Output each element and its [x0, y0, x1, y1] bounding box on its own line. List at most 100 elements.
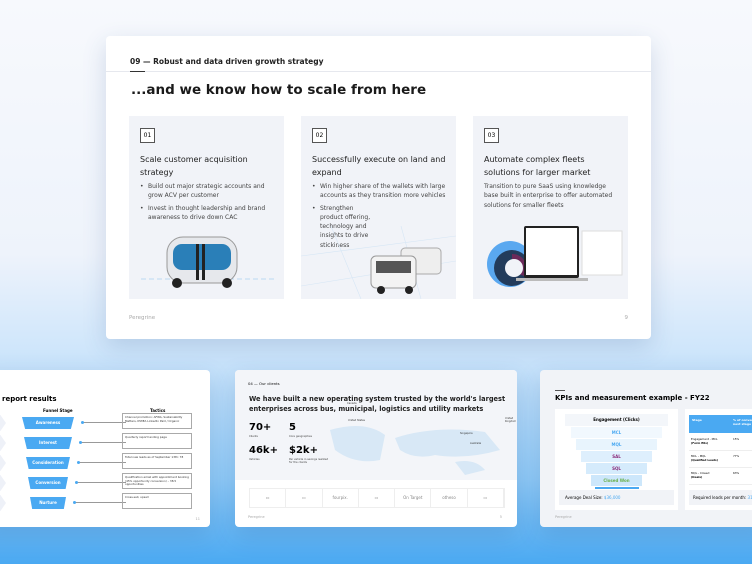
row-pct: 77%: [733, 454, 740, 458]
funnel-level: Closed Won: [591, 475, 642, 486]
conversion-table: Stage % of conversion to next stage Engag…: [685, 409, 752, 510]
funnel-level: SAL: [581, 451, 652, 462]
row-stage: Engagement - MCL: [691, 437, 718, 441]
stat-value: 5: [289, 422, 296, 433]
divider-mark: [130, 71, 145, 72]
column-header: Funnel Stage: [43, 408, 73, 413]
card-text: Transition to pure SaaS using knowledge …: [484, 183, 613, 209]
card-number: 02: [312, 128, 327, 143]
table-row: MCL - MQL(Qualified Leads) 77%: [689, 452, 752, 468]
page-number: 11: [195, 517, 200, 521]
card-heading: Scale customer acquisition strategy: [140, 155, 248, 177]
client-logo: fourpix.: [323, 489, 359, 507]
connector-line: [82, 422, 126, 423]
side-arrow: [0, 415, 6, 431]
slide-title: report results: [2, 395, 57, 403]
connector-line: [76, 482, 126, 483]
vehicles-image: [301, 226, 456, 299]
client-logo: ▭: [250, 489, 287, 507]
client-logo: ▭: [468, 489, 504, 507]
column-header: % of conversion to next stage: [733, 418, 752, 426]
card-01: 01 Scale customer acquisition strategy B…: [129, 116, 284, 299]
client-logo: ▭: [286, 489, 323, 507]
card-number: 03: [484, 128, 499, 143]
required-value: 31: [747, 495, 752, 500]
connector-dot: [77, 461, 80, 464]
row-sub: (Deals): [691, 475, 703, 479]
tactic-box: Total new leads as of September 13th: 78: [122, 453, 192, 469]
column-header: Stage: [692, 418, 702, 422]
map-label: United States: [348, 419, 365, 422]
footer-brand: Peregrine: [555, 515, 572, 519]
bullet: Strengthen product offering, technology …: [312, 204, 374, 250]
card-03: 03 Automate complex fleets solutions for…: [473, 116, 628, 299]
table-row: MQL - Closed(Deals) 63%: [689, 469, 752, 485]
map-label: Canada: [347, 402, 357, 405]
kpi-slide[interactable]: KPIs and measurement example - FY22 Enga…: [540, 370, 752, 527]
tactic-box: Channel promotion: AFWA, Sustainability …: [122, 413, 192, 429]
page-number: 9: [624, 315, 629, 321]
client-logo: On Target: [395, 489, 432, 507]
divider-mark: [555, 390, 565, 391]
funnel-stage: Interest: [24, 437, 72, 449]
slide-title: We have built a new operating system tru…: [249, 395, 506, 413]
deal-value: $36,000: [603, 495, 621, 500]
funnel-stage: Awareness: [22, 417, 74, 429]
row-sub: (Qualified Leads): [691, 458, 718, 462]
divider: [106, 71, 651, 72]
side-arrow: [0, 495, 6, 511]
table-row: Engagement - MCL(Form fills) 15%: [689, 435, 752, 451]
funnel-level: MQL: [576, 439, 657, 450]
bullet: Build out major strategic accounts and g…: [140, 182, 278, 201]
connector-dot: [81, 421, 84, 424]
row-pct: 63%: [733, 471, 740, 475]
connector-dot: [79, 441, 82, 444]
tactic-box: Quarterly report landing page: [122, 433, 192, 449]
row-stage: MQL - Closed: [691, 471, 710, 475]
required-label: Required leads per month:: [693, 495, 747, 500]
funnel-stage: Consideration: [26, 457, 70, 469]
footer-brand: Peregrine: [129, 315, 156, 321]
client-logo: ▭: [359, 489, 396, 507]
tactic-box: Cross-sell, upsell: [122, 493, 192, 509]
card-heading: Automate complex fleets solutions for la…: [484, 155, 591, 177]
bullet: Win higher share of the wallets with lar…: [312, 182, 450, 201]
main-slide[interactable]: 09 — Robust and data driven growth strat…: [106, 36, 651, 339]
card-number: 01: [140, 128, 155, 143]
map-label: Singapore: [460, 432, 473, 435]
shuttle-image: [141, 236, 275, 288]
connector-dot: [75, 481, 78, 484]
map-label: United Kingdom: [505, 417, 517, 423]
funnel-base: [595, 487, 639, 489]
dashboard-image: [487, 226, 623, 287]
funnel-level: MCL: [571, 427, 662, 438]
funnel-stage: Conversion: [28, 477, 68, 489]
funnel-head: Engagement (Clicks): [565, 414, 668, 426]
stat-value: 70+: [249, 422, 272, 433]
stat-value: 46k+: [249, 445, 278, 456]
map-label: Australia: [470, 442, 482, 445]
world-map: [330, 426, 500, 475]
row-pct: 15%: [733, 437, 740, 441]
footer-brand: Peregrine: [248, 515, 265, 519]
stat-label: Vehicles: [249, 458, 260, 461]
side-arrow: [0, 435, 6, 451]
clients-slide[interactable]: 04 — Our clients We have built a new ope…: [235, 370, 517, 527]
client-logo: otheso: [431, 489, 468, 507]
side-arrow: [0, 475, 6, 491]
tactic-box: Qualification email with appointment boo…: [122, 473, 192, 489]
section-label: 04 — Our clients: [248, 381, 280, 386]
stat-label: Per vehicle in savings realized for the …: [289, 458, 329, 464]
funnel-stage: Nurture: [30, 497, 66, 509]
row-stage: MCL - MQL: [691, 454, 706, 458]
stat-value: $2k+: [289, 445, 318, 456]
stat-label: Clients: [249, 435, 258, 438]
page-number: 5: [499, 515, 502, 519]
funnel-slide[interactable]: report results Funnel Stage Tactics Awar…: [0, 370, 210, 527]
row-sub: (Form fills): [691, 441, 709, 445]
connector-line: [74, 502, 126, 503]
column-header: Tactics: [150, 408, 166, 413]
side-arrow: [0, 455, 6, 471]
